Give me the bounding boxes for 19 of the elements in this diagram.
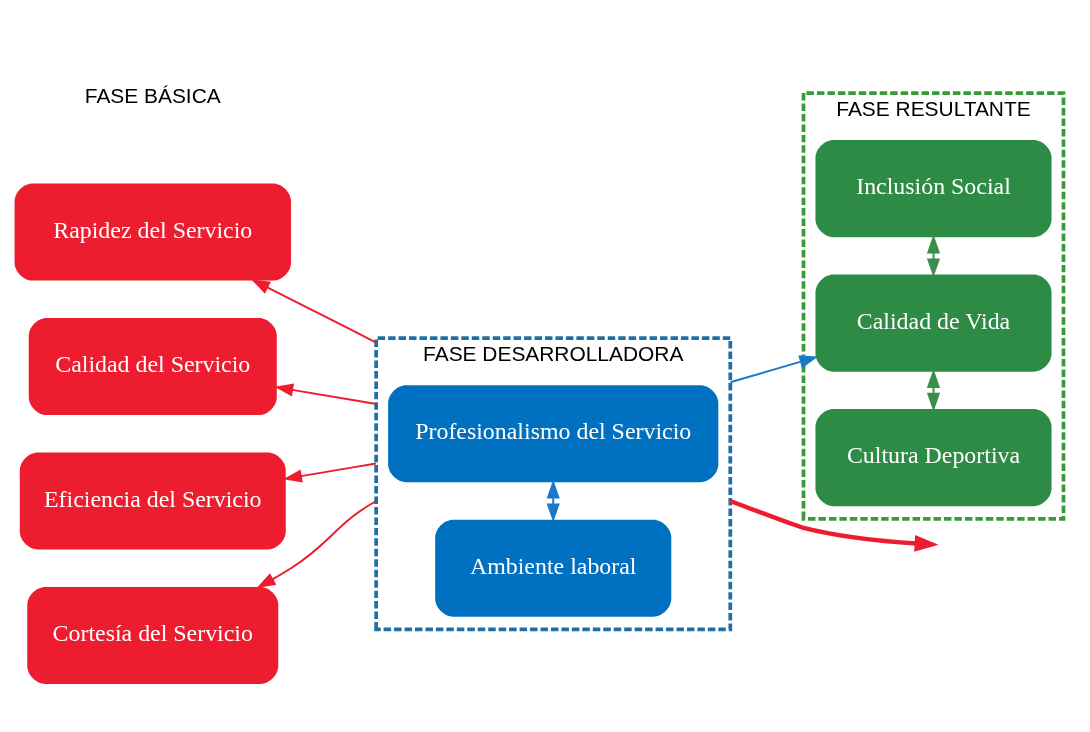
arrow [926, 234, 941, 277]
arrow [274, 382, 378, 405]
node-box: Ambiente laboral [435, 519, 672, 617]
node-box: Calidad del Servicio [28, 317, 277, 415]
label: FASE BÁSICA [84, 83, 221, 107]
node-box: Cultura Deportiva [815, 408, 1052, 506]
arrow [729, 355, 819, 383]
node-box: Rapidez del Servicio [14, 182, 291, 281]
arrow [256, 499, 378, 588]
arrow [283, 461, 378, 483]
node-box: Cortesía del Servicio [27, 586, 279, 684]
node-box: Calidad de Vida [815, 274, 1052, 372]
arrow [251, 278, 378, 344]
node-box: Eficiencia del Servicio [19, 451, 286, 550]
node-box: Inclusión Social [815, 139, 1052, 237]
arrow [926, 368, 941, 412]
arrow [729, 498, 939, 552]
arrow [546, 479, 560, 522]
node-box: Profesionalismo del Servicio [388, 384, 719, 482]
